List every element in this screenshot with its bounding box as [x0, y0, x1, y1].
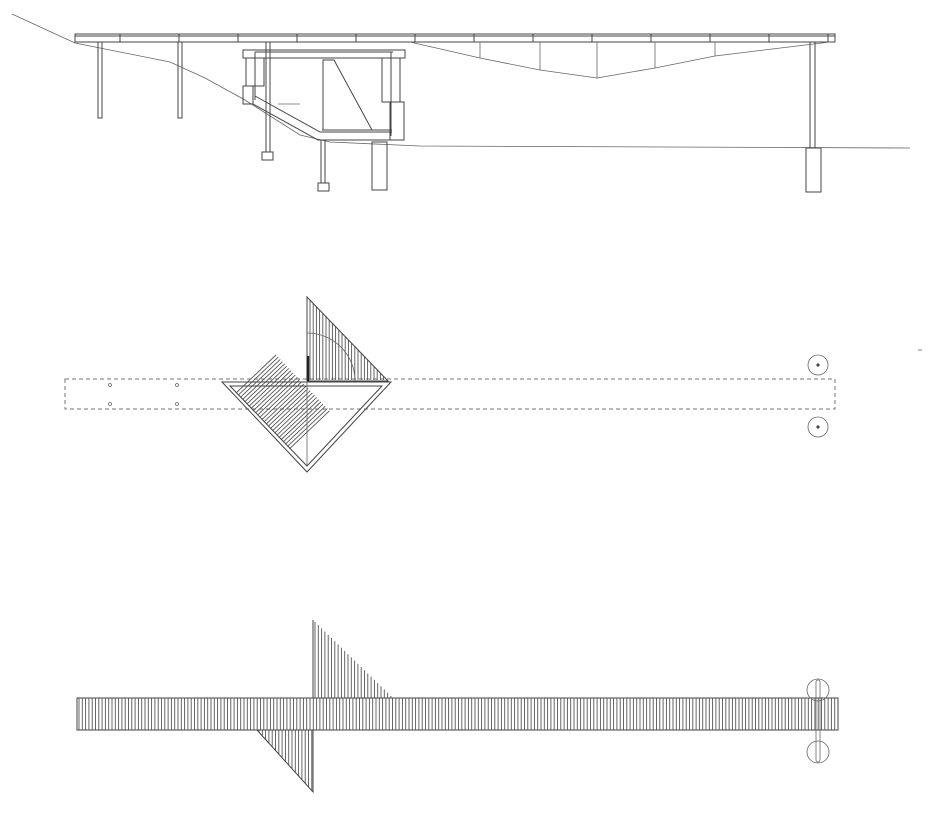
stair-tread [272, 392, 313, 432]
door-swing-arc [306, 332, 356, 382]
terrain-line [11, 13, 911, 149]
stair-tread [278, 399, 320, 438]
stair-tread [257, 376, 298, 416]
stair-tread [252, 372, 294, 412]
column [809, 41, 816, 149]
v-enclosure-inner [228, 385, 384, 467]
stair-tread [237, 356, 279, 396]
roof-band-outline [76, 697, 839, 731]
stair-tread [267, 388, 309, 427]
pavilion-box [242, 49, 406, 141]
stair-tread [242, 361, 283, 401]
roof-hatch [78, 621, 839, 791]
v-enclosure-outer [220, 381, 393, 473]
stair-tread [239, 359, 281, 398]
column-dot [816, 425, 820, 429]
column-circle [806, 740, 830, 764]
stair-tread [261, 381, 302, 421]
stair-tread [246, 365, 288, 405]
anchor-point [175, 383, 179, 387]
column-circle [806, 678, 830, 702]
roof-upper-triangle [312, 620, 393, 699]
stair-tread [265, 385, 307, 425]
footing [317, 182, 330, 192]
upper-triangle [306, 295, 390, 382]
catenary-ceiling [409, 41, 831, 79]
pier [371, 141, 388, 191]
stair-tread [284, 406, 326, 445]
anchor-point [108, 402, 112, 406]
column-circle [807, 354, 829, 376]
stair-tread [280, 401, 322, 441]
footing [261, 151, 274, 161]
stair-tread [235, 354, 277, 394]
roof-plan-view [76, 620, 839, 794]
roof-joints [119, 34, 829, 42]
anchor-point [108, 383, 112, 387]
stair-tread [276, 397, 317, 436]
floor-plan-view [64, 295, 922, 473]
stair-tread [282, 403, 324, 443]
column-rod [815, 679, 821, 763]
anchor-point [175, 402, 179, 406]
column-circle [807, 416, 829, 438]
column-dot [816, 363, 820, 367]
stair-tread [250, 370, 292, 409]
column [97, 41, 103, 119]
deck-outline [64, 378, 836, 410]
hangers [479, 42, 716, 78]
stair-tread [263, 383, 305, 423]
stair-tread [269, 390, 311, 430]
column [177, 41, 183, 119]
roof-slab [74, 33, 836, 43]
stair-tread [254, 374, 296, 414]
stair-tread [274, 394, 315, 434]
stair-tread [248, 368, 290, 407]
stair-tread [289, 410, 330, 450]
pier [805, 147, 822, 193]
roof-lower-triangle [256, 729, 314, 794]
plan-hatch [235, 300, 385, 450]
stair-tread [244, 363, 285, 403]
column [320, 139, 326, 184]
section-view [11, 13, 911, 193]
